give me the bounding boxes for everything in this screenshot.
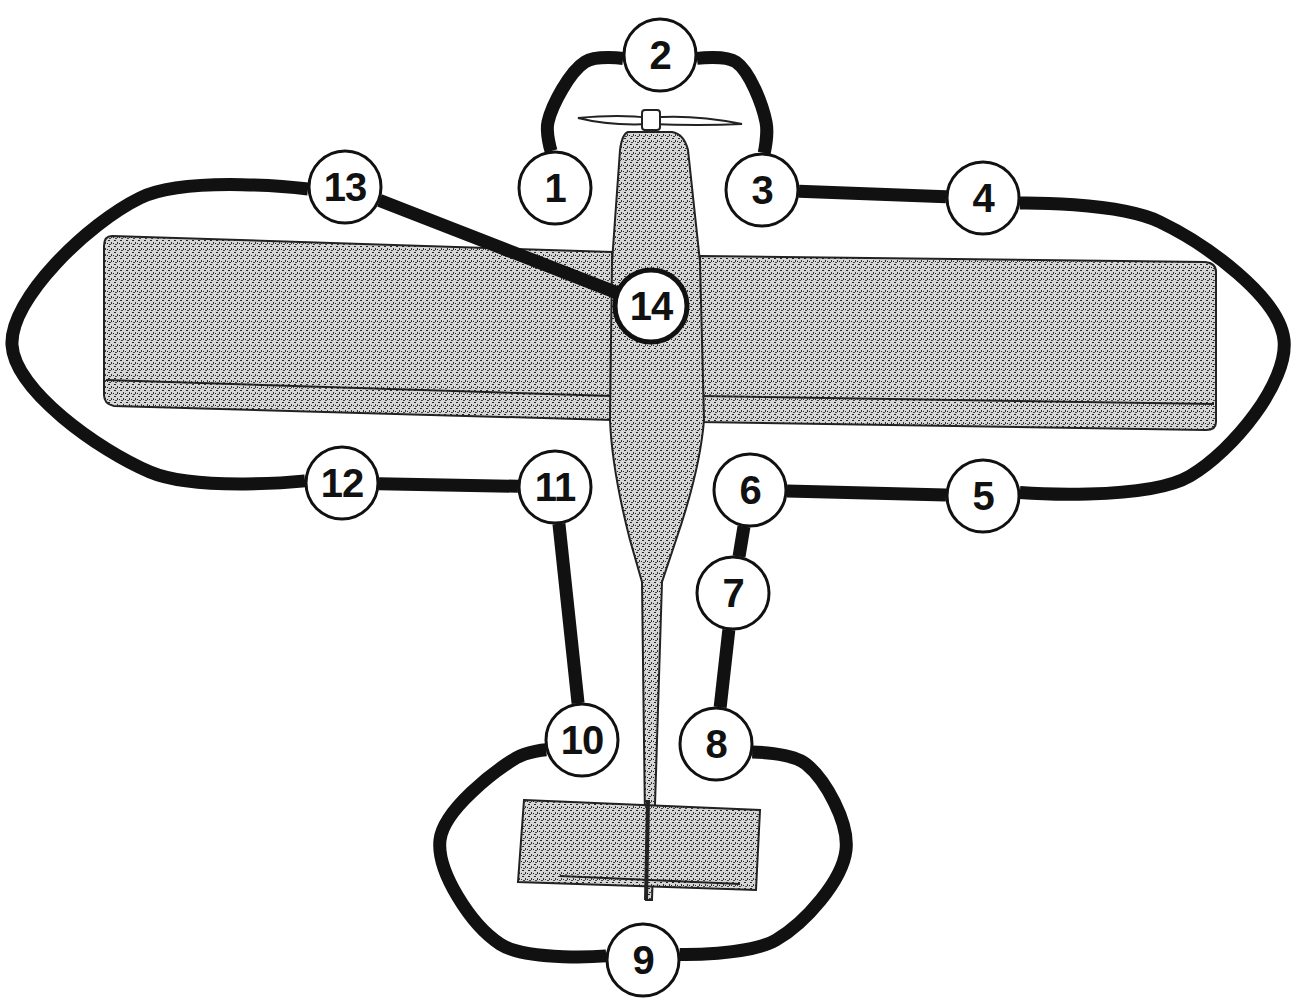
callout-number: 14 [630,286,673,326]
elevator-line [560,876,740,884]
callout-circle: 13 [307,149,383,225]
callout-circle: 14 [613,268,689,344]
callout-number: 11 [535,467,575,507]
route-line [680,752,847,955]
callout-circle: 4 [945,160,1021,236]
callout-number: 2 [649,35,670,75]
right-wing [700,256,1216,430]
route-line [559,524,578,703]
vertical-fin [646,800,648,900]
route-line [799,191,946,196]
callout-circle: 3 [724,152,800,228]
callout-number: 3 [751,170,772,210]
callout-circle: 10 [544,702,620,778]
fuselage [610,132,704,900]
airframe [104,132,1216,900]
right-aileron-line [700,396,1214,404]
route-line [379,484,518,487]
route-line [440,750,606,957]
propeller [578,110,742,130]
callout-number: 1 [544,168,565,208]
route-line [720,630,729,707]
callout-circle: 12 [304,445,380,521]
callout-number: 8 [705,724,726,764]
route-line [739,527,744,557]
route-line [787,491,946,495]
callout-circle: 5 [945,458,1021,534]
callout-number: 7 [722,573,743,613]
route-line [12,185,308,484]
callout-circle: 6 [712,452,788,528]
callout-number: 5 [972,476,993,516]
callout-number: 13 [324,167,367,207]
callout-circle: 1 [517,150,593,226]
callout-circle: 2 [622,17,698,93]
callout-circle: 7 [695,555,771,631]
route-line [547,58,623,152]
route-line [1020,203,1285,494]
callout-circle: 8 [678,706,754,782]
callout-number: 9 [632,940,653,980]
callout-circle: 11 [517,449,593,525]
horizontal-stabilizer [518,800,760,890]
callout-number: 12 [321,463,364,503]
route-line [697,57,767,153]
callout-number: 10 [561,720,604,760]
callout-number: 6 [739,470,760,510]
callout-number: 4 [972,178,993,218]
callout-circle: 9 [605,922,681,998]
left-aileron-line [106,380,612,396]
